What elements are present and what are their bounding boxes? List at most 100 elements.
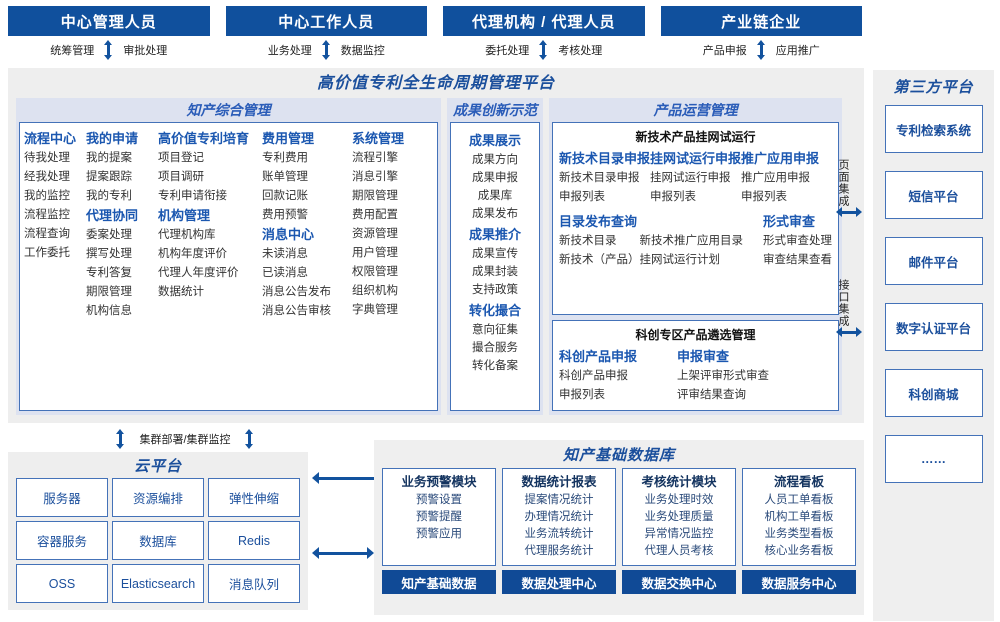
role-title[interactable]: 产业链企业: [660, 6, 862, 36]
module-item[interactable]: 我的监控: [24, 190, 70, 202]
module-item[interactable]: 成果申报: [472, 172, 518, 184]
module-item[interactable]: 消息公告发布: [262, 286, 331, 298]
third-party-item[interactable]: 专利检索系统: [884, 105, 983, 153]
module-header[interactable]: 形式审查: [763, 214, 816, 229]
cloud-service-item[interactable]: OSS: [16, 564, 108, 603]
module-item[interactable]: 我的提案: [86, 152, 132, 164]
module-header[interactable]: 成果推介: [468, 227, 521, 242]
card-item[interactable]: 人员工单看板: [764, 494, 834, 506]
database-footer[interactable]: 数据处理中心: [502, 570, 616, 594]
module-item[interactable]: 代理机构库: [158, 229, 216, 241]
cloud-service-item[interactable]: Elasticsearch: [112, 564, 204, 603]
module-item[interactable]: 专利答复: [86, 267, 132, 279]
module-item[interactable]: 撰写处理: [86, 248, 132, 260]
module-item[interactable]: 评审结果查询: [677, 389, 746, 401]
card-item[interactable]: 预警提醒: [416, 511, 462, 523]
module-item[interactable]: 挂网试运行申报: [650, 172, 731, 184]
module-header[interactable]: 机构管理: [158, 208, 211, 223]
module-header[interactable]: 科创产品申报: [559, 349, 638, 364]
card-item[interactable]: 预警设置: [416, 494, 462, 506]
card-item[interactable]: 提案情况统计: [524, 494, 594, 506]
module-item[interactable]: 委案处理: [86, 229, 132, 241]
cloud-service-item[interactable]: 弹性伸缩: [208, 478, 300, 517]
module-item[interactable]: 专利费用: [262, 152, 308, 164]
module-item[interactable]: 资源管理: [352, 228, 398, 240]
module-item[interactable]: 账单管理: [262, 171, 308, 183]
module-item[interactable]: 专利申请衔接: [158, 190, 227, 202]
module-header[interactable]: 目录发布查询: [559, 214, 638, 229]
database-footer[interactable]: 数据服务中心: [742, 570, 856, 594]
module-item[interactable]: 消息引擎: [352, 171, 398, 183]
module-item[interactable]: 上架评审形式审查: [677, 370, 769, 382]
third-party-item-more[interactable]: ……: [884, 435, 983, 483]
module-header[interactable]: 高价值专利培育: [158, 131, 250, 146]
module-item[interactable]: 转化备案: [472, 360, 518, 372]
module-item[interactable]: 我的专利: [86, 190, 132, 202]
module-item[interactable]: 经我处理: [24, 171, 70, 183]
module-header[interactable]: 费用管理: [262, 131, 315, 146]
module-item[interactable]: 成果方向: [472, 154, 518, 166]
card-item[interactable]: 业务处理质量: [644, 511, 714, 523]
module-item[interactable]: 项目登记: [158, 152, 204, 164]
card-item[interactable]: 业务流转统计: [524, 528, 594, 540]
module-header[interactable]: 推广应用申报: [741, 151, 820, 166]
module-item[interactable]: 支持政策: [472, 284, 518, 296]
module-item[interactable]: 组织机构: [352, 285, 398, 297]
module-item[interactable]: 用户管理: [352, 247, 398, 259]
module-header[interactable]: 我的申请: [86, 131, 139, 146]
module-item[interactable]: 回款记账: [262, 190, 308, 202]
module-item[interactable]: 费用预警: [262, 209, 308, 221]
module-item[interactable]: 流程监控: [24, 209, 70, 221]
module-item[interactable]: 流程查询: [24, 228, 70, 240]
card-item[interactable]: 核心业务看板: [764, 545, 834, 557]
module-header[interactable]: 转化撮合: [468, 303, 521, 318]
module-item[interactable]: 科创产品申报: [559, 370, 628, 382]
module-item[interactable]: 待我处理: [24, 152, 70, 164]
module-item[interactable]: 费用配置: [352, 209, 398, 221]
card-item[interactable]: 业务类型看板: [764, 528, 834, 540]
third-party-item[interactable]: 邮件平台: [884, 237, 983, 285]
module-item[interactable]: 成果库: [477, 190, 513, 202]
card-item[interactable]: 业务处理时效: [644, 494, 714, 506]
card-item[interactable]: 代理人员考核: [644, 545, 714, 557]
module-item[interactable]: 成果宣传: [472, 248, 518, 260]
module-header[interactable]: 成果展示: [468, 133, 521, 148]
module-item[interactable]: 机构年度评价: [158, 248, 227, 260]
module-item[interactable]: 项目调研: [158, 171, 204, 183]
module-item[interactable]: 代理人年度评价: [158, 267, 239, 279]
cloud-service-item[interactable]: 容器服务: [16, 521, 108, 560]
module-item[interactable]: 成果封装: [472, 266, 518, 278]
role-title[interactable]: 代理机构 / 代理人员: [443, 6, 645, 36]
database-footer[interactable]: 数据交换中心: [622, 570, 736, 594]
cloud-service-item[interactable]: 消息队列: [208, 564, 300, 603]
third-party-item[interactable]: 科创商城: [884, 369, 983, 417]
module-item[interactable]: 未读消息: [262, 248, 308, 260]
role-title[interactable]: 中心工作人员: [225, 6, 427, 36]
module-item[interactable]: 新技术（产品）挂网试运行计划: [559, 254, 720, 266]
module-header[interactable]: 挂网试运行申报: [650, 151, 742, 166]
module-header[interactable]: 新技术目录申报: [559, 151, 651, 166]
module-item[interactable]: 成果发布: [472, 208, 518, 220]
module-item[interactable]: 消息公告审核: [262, 305, 331, 317]
module-header[interactable]: 消息中心: [262, 227, 315, 242]
module-item[interactable]: 新技术目录 新技术推广应用目录: [559, 235, 743, 247]
module-item[interactable]: 申报列表: [741, 191, 787, 203]
module-item[interactable]: 提案跟踪: [86, 171, 132, 183]
database-footer[interactable]: 知产基础数据: [382, 570, 496, 594]
module-item[interactable]: 权限管理: [352, 266, 398, 278]
module-header[interactable]: 系统管理: [352, 131, 405, 146]
module-item[interactable]: 机构信息: [86, 305, 132, 317]
module-header[interactable]: 申报审查: [677, 349, 730, 364]
module-item[interactable]: 申报列表: [650, 191, 696, 203]
module-item[interactable]: 形式审查处理: [763, 235, 832, 247]
card-item[interactable]: 办理情况统计: [524, 511, 594, 523]
module-item[interactable]: 审查结果查看: [763, 254, 832, 266]
cloud-service-item[interactable]: 服务器: [16, 478, 108, 517]
module-header[interactable]: 流程中心: [24, 131, 77, 146]
module-item[interactable]: 已读消息: [262, 267, 308, 279]
module-item[interactable]: 期限管理: [86, 286, 132, 298]
card-item[interactable]: 预警应用: [416, 528, 462, 540]
module-item[interactable]: 推广应用申报: [741, 172, 810, 184]
card-item[interactable]: 机构工单看板: [764, 511, 834, 523]
role-title[interactable]: 中心管理人员: [8, 6, 210, 36]
